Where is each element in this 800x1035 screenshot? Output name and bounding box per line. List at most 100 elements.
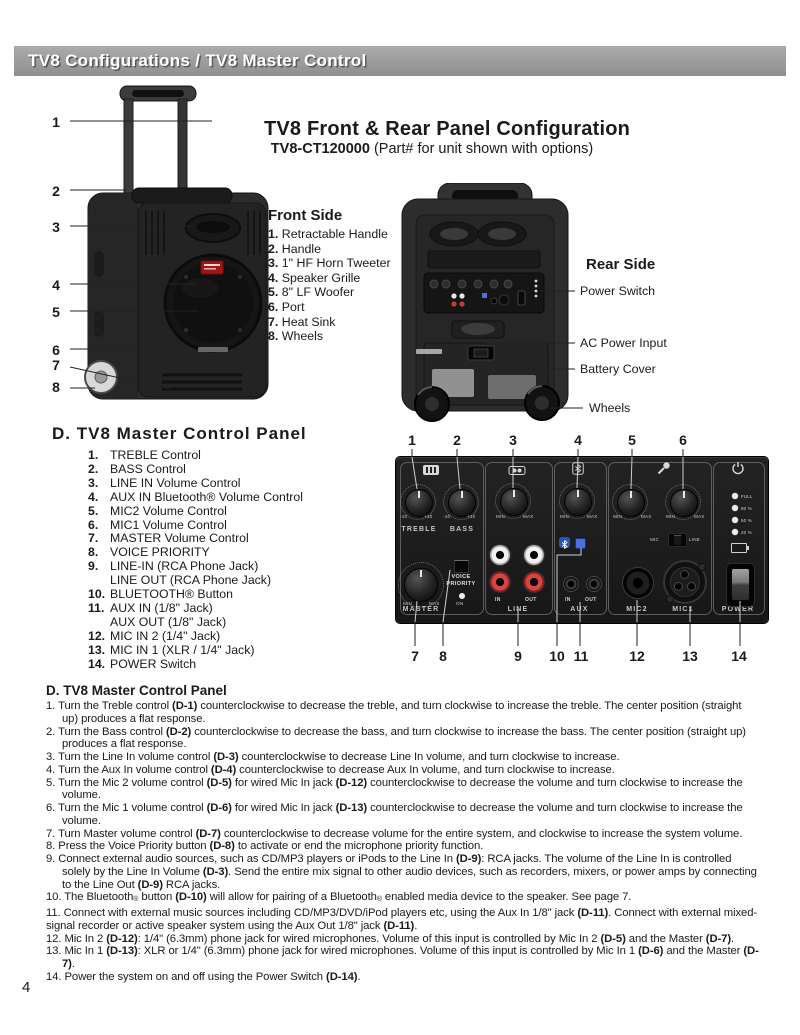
mic1-label: MIC1 [672,606,694,613]
front-callout-number: 2 [52,183,60,199]
bluetooth-pairing-button [575,538,586,549]
page-number: 4 [22,979,31,996]
instruction-item: 5. Turn the Mic 2 volume control (D-5) f… [46,776,743,802]
master-list-item: 9.LINE-IN (RCA Phone Jack) [88,559,259,574]
battery-led-label: FULL [741,493,753,499]
line-out-right-rca-jack [524,572,544,592]
master-list-subitem: AUX OUT (1/8" Jack) [110,614,227,629]
aux-volume-knob [559,483,595,519]
scale-label: MIN [666,514,676,519]
aux-out-jack [586,576,602,592]
panel-section-mic [608,462,712,615]
panel-bottom-callout-number: 7 [411,648,419,664]
master-list-item: 6.MIC1 Volume Control [88,517,227,532]
master-volume-knob [398,562,444,608]
page-header-banner: TV8 Configurations / TV8 Master Control [14,46,786,76]
aux-out-label: OUT [585,597,597,603]
panel-bottom-callout-number: 8 [439,648,447,664]
aux-in-jack [563,576,579,592]
treble-label: TREBLE [401,526,437,533]
panel-bottom-callout-number: 14 [731,648,747,664]
panel-bottom-callout-number: 11 [573,648,589,664]
battery-led [732,517,738,523]
battery-led [732,493,738,499]
voice-priority-button [454,560,469,573]
line-switch-label: LINE [689,537,701,542]
master-list-subitem: LINE OUT (RCA Phone Jack) [110,573,272,588]
mic1-volume-knob [665,484,701,520]
mic-line-switch [668,533,687,547]
speaker-horn-icon [422,463,440,481]
power-icon [731,461,745,480]
master-list-item: 7.MASTER Volume Control [88,531,249,546]
instruction-item: 4. Turn the Aux In volume control (D-4) … [46,763,615,776]
line-volume-knob [495,483,531,519]
panel-bottom-callout-number: 13 [682,648,698,664]
panel-top-callout-number: 6 [679,432,687,448]
line-in-left-rca-jack [490,545,510,565]
front-side-list-item: 8. Wheels [268,329,324,344]
bass-knob [443,484,479,520]
line-label: LINE [507,606,529,613]
page-title: TV8 Front & Rear Panel Configuration [263,118,631,140]
on-label: ON [456,601,464,606]
instruction-item: 11. Connect with external music sources … [46,907,758,932]
mic-switch-label: MIC [650,537,660,542]
panel-section-line [485,462,553,615]
battery-icon [731,543,749,553]
scale-label: MAX [523,514,534,519]
instruction-item: 12. Mic In 2 (D-12): 1/4" (6.3mm) phone … [46,932,735,945]
front-callout-number: 5 [52,304,60,320]
line-rca-icon [508,463,526,481]
knob-tick-ring [612,484,648,520]
bluetooth-logo [559,537,570,549]
front-callout-number: 8 [52,379,60,395]
mic2-label: MIC2 [626,606,648,613]
scale-label: +10 [424,514,433,519]
master-list-item: 3.LINE IN Volume Control [88,475,241,490]
bass-label: BASS [449,526,475,533]
scale-label: MIN [496,514,506,519]
instruction-item: 1. Turn the Treble control (D-1) counter… [46,700,742,725]
front-side-list-item: 4. Speaker Grille [268,270,361,285]
rear-side-label: Battery Cover [580,362,656,376]
scale-label: MAX [429,601,440,606]
front-side-list-item: 5. 8" LF Woofer [268,285,355,300]
battery-led-label: 50 % [741,517,752,523]
model-number: TV8-CT120000 [270,141,370,157]
line-in-right-rca-jack [490,572,510,592]
voice-priority-led [459,593,465,599]
model-subtitle: TV8-CT120000 (Part# for unit shown with … [80,141,784,157]
panel-top-callout-number: 3 [509,432,517,448]
line-out-left-rca-jack [524,545,544,565]
instructions-heading: D. TV8 Master Control Panel [46,683,227,698]
panel-bottom-callout-number: 10 [549,648,565,664]
mic2-quarter-inch-jack [622,567,654,599]
line-out-label: OUT [525,597,537,603]
power-rocker-switch [731,568,750,601]
line-in-label: IN [495,597,501,603]
panel-section-eq-master [400,462,484,615]
scale-label: MAX [641,514,652,519]
rear-side-label: AC Power Input [580,336,667,350]
front-callout-number: 1 [52,114,60,130]
header-title: TV8 Configurations / TV8 Master Control [28,51,367,70]
aux-label: AUX [570,606,589,613]
control-panel-photo: -10 +10 -10 +10 MIN MAX MIN MAX MIN MAX … [396,457,768,623]
scale-label: -10 [443,514,451,519]
instruction-item: 13. Mic In 1 (D-13): XLR or 1/4" (6.3mm)… [46,945,759,970]
power-label: POWER [721,606,755,613]
front-callout-number: 4 [52,277,60,293]
master-list-item: 5.MIC2 Volume Control [88,503,227,518]
scale-label: -10 [400,514,408,519]
front-speaker-photo [84,85,269,400]
master-list-item: 2.BASS Control [88,461,186,476]
instruction-item: 10. The Bluetooth® button (D-10) will al… [46,891,632,904]
scale-label: +10 [467,514,476,519]
master-list-heading: D. TV8 Master Control Panel [52,424,307,443]
bluetooth-icon [572,462,584,480]
treble-knob [400,484,436,520]
battery-led-label: 80 % [741,505,752,511]
model-note: (Part# for unit shown with options) [369,141,594,157]
